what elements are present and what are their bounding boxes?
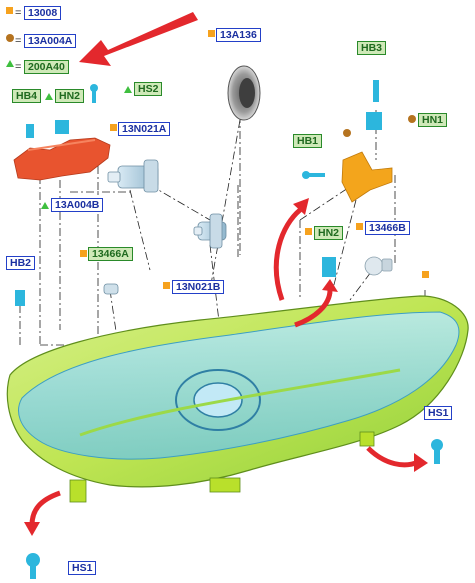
- callout-hb1: HB1: [293, 134, 323, 148]
- bulb-13n021b: [193, 213, 227, 249]
- clip-hn2-mid: [322, 257, 336, 277]
- callout-13466a: 13466A: [88, 247, 133, 261]
- screw-hb1: [302, 171, 325, 179]
- callout-hb4: HB4: [12, 89, 42, 103]
- callout-hs1-bottom: HS1: [68, 561, 97, 575]
- callout-13466b-marker: [356, 223, 363, 230]
- callout-hs1-right: HS1: [424, 406, 453, 420]
- legend-triangle-code: 200A40: [24, 60, 69, 74]
- bulb-13466b: [364, 256, 393, 276]
- callout-13466a-marker: [80, 250, 87, 257]
- callout-13a136-marker: [208, 30, 215, 37]
- red-bracket: [13, 120, 111, 181]
- grommet-13a136: [227, 65, 261, 121]
- callout-hn1: HN1: [418, 113, 448, 127]
- assembly-lines: [19, 110, 426, 350]
- callout-hn2-top-marker: [45, 93, 53, 100]
- screw-hs2: [90, 84, 98, 103]
- callout-hn2-top: HN2: [55, 89, 85, 103]
- legend-equals: =: [15, 61, 22, 73]
- callout-13n021a-marker: [110, 124, 117, 131]
- red-arrow-icon: [79, 12, 198, 66]
- callout-hs2: HS2: [134, 82, 163, 96]
- callout-13n021a: 13N021A: [118, 122, 171, 136]
- callout-13n021b-marker: [163, 282, 170, 289]
- callout-13466b: 13466B: [365, 221, 410, 235]
- callout-hn2-mid: HN2: [314, 226, 344, 240]
- clip-hb2: [15, 290, 25, 306]
- bulb-13n021a: [107, 159, 159, 193]
- callout-extra-square-marker: [422, 271, 429, 278]
- headlamp-assembly: [6, 295, 469, 503]
- bulb-13466a: [103, 283, 119, 295]
- legend-equals: =: [15, 35, 22, 47]
- callout-hb3: HB3: [357, 41, 387, 55]
- screw-hs1-right: [431, 439, 443, 464]
- callout-hn2-mid-marker: [305, 228, 312, 235]
- curved-arrow-heads: [24, 198, 428, 536]
- legend-equals: =: [15, 7, 22, 19]
- callout-hb2: HB2: [6, 256, 36, 270]
- legend-square-code: 13008: [24, 6, 62, 20]
- screw-hs1-bottom: [26, 553, 40, 579]
- orange-bracket: [341, 80, 393, 203]
- legend-triangle-marker: [6, 60, 14, 67]
- legend-square-marker: [6, 7, 13, 14]
- legend-dot-code: 13A004A: [24, 34, 77, 48]
- callout-13a004b-marker: [41, 202, 49, 209]
- callout-13a136: 13A136: [216, 28, 261, 42]
- callout-13n021b: 13N021B: [172, 280, 225, 294]
- callout-hn1-marker: [408, 115, 416, 123]
- legend-dot-marker: [6, 34, 14, 42]
- callout-13a004b: 13A004B: [51, 198, 104, 212]
- callout-hs2-marker: [124, 86, 132, 93]
